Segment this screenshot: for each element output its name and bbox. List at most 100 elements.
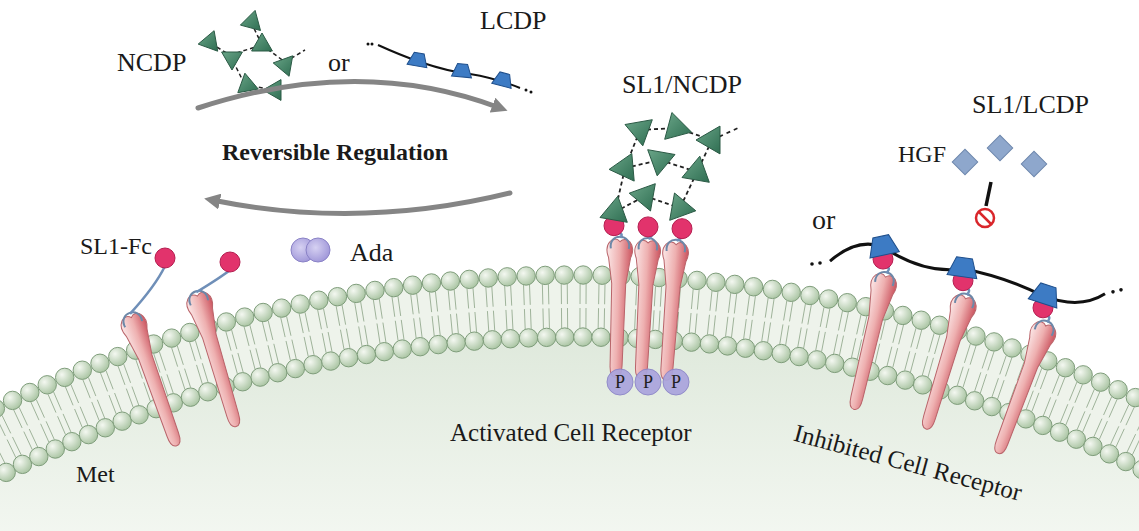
lipid-tail (383, 323, 386, 343)
lipid-tail (287, 316, 291, 336)
met-receptor (628, 237, 661, 379)
lipid-tail (851, 338, 855, 358)
lipid-tail (475, 312, 477, 332)
lipid-tail (910, 353, 915, 372)
lipid-head (411, 338, 429, 356)
lipid-head (1100, 445, 1118, 463)
lipid-tail (1077, 411, 1085, 429)
cd-trapezoid (492, 71, 515, 89)
lipid-tail (88, 377, 95, 396)
lipid-head (13, 455, 31, 473)
lipid-tail (1083, 414, 1091, 432)
lipid-tail (548, 308, 549, 328)
lipid-tail (1126, 407, 1134, 425)
lipid-head (574, 328, 592, 346)
cd-triangle (625, 120, 652, 146)
lipid-tail (1094, 419, 1102, 437)
lipid-tail (268, 345, 273, 364)
lipid-head (1034, 416, 1052, 434)
polymer-dot (530, 91, 533, 94)
lipid-tail (63, 414, 71, 432)
lipid-tail (542, 308, 543, 328)
cd-trapezoid (1028, 281, 1062, 308)
lipid-head (73, 361, 91, 379)
lipid-tail (765, 298, 768, 318)
lipid-tail (281, 318, 285, 338)
hgf-ligand (1021, 151, 1046, 176)
lipid-head (1003, 339, 1021, 357)
lipid-head (574, 266, 592, 284)
lipid-head (162, 329, 180, 347)
lipid-tail (167, 374, 173, 393)
lipid-tail (922, 356, 927, 375)
binding-loop (1035, 318, 1057, 336)
lipid-head (1133, 460, 1139, 478)
lipid-tail (118, 366, 125, 385)
lipid-tail (256, 348, 261, 367)
lipid-tail (226, 331, 231, 350)
polymer-dot (818, 261, 822, 265)
lipid-head (790, 347, 808, 365)
lipid-head (726, 275, 744, 293)
lipid-tail (1049, 400, 1056, 419)
lipid-head (912, 311, 930, 329)
lipid-head (272, 299, 290, 317)
lipid-tail (780, 324, 783, 344)
lipid-tail (12, 437, 21, 455)
reverse-arrow (212, 193, 510, 213)
phosphate-disc (663, 369, 689, 395)
lipid-head (130, 406, 148, 424)
lipid-tail (1075, 384, 1083, 403)
lipid-head (688, 271, 706, 289)
lipid-tail (707, 315, 709, 335)
lipid-head (385, 278, 403, 296)
lipid-head (310, 291, 328, 309)
lipid-tail (467, 289, 469, 309)
phosphate-label: P (606, 368, 634, 396)
met-receptor (653, 239, 689, 382)
lipid-head (819, 290, 837, 308)
lipid-head (79, 425, 97, 443)
lipid-head (894, 306, 912, 324)
lipid-tail (935, 335, 940, 354)
polymer-dot (1119, 288, 1123, 292)
lipid-head (948, 386, 966, 404)
phosphate-circle: P (662, 368, 690, 396)
lipid-tail (41, 424, 49, 442)
sl1-ball (638, 217, 658, 237)
lipid-tail (100, 373, 107, 392)
lipid-tail (411, 294, 413, 314)
lipid-tail (786, 325, 789, 345)
polymer-dot (371, 43, 374, 46)
lipid-head (441, 272, 459, 290)
binding-loop (638, 237, 657, 250)
lipid-tail (893, 323, 898, 342)
lipid-head (286, 359, 304, 377)
lipid-tail (838, 311, 842, 331)
text-label: NCDP (117, 50, 186, 76)
lipid-tail (83, 380, 90, 399)
lipid-tail (373, 300, 376, 320)
text-label: SL1-Fc (80, 234, 152, 258)
cd-trapezoid (452, 63, 473, 78)
lipid-tail (395, 321, 398, 341)
lipid-head (1074, 366, 1092, 384)
receptor-body (603, 239, 633, 378)
lipid-head (38, 376, 56, 394)
lipid-tail (179, 370, 185, 389)
lipid-tail (58, 416, 66, 434)
lipid-head (744, 278, 762, 296)
lipid-head (328, 287, 346, 305)
lipid-tail (250, 350, 255, 369)
lipid-tail (530, 309, 532, 329)
lipid-tail (826, 308, 830, 328)
lipid-tail (542, 284, 543, 304)
lipid-tail (340, 330, 344, 350)
lipid-tail (1043, 397, 1050, 416)
lipid-tail (185, 369, 191, 388)
lipid-tail (839, 336, 843, 356)
lipid-head (965, 392, 983, 410)
lipid-tail (1092, 392, 1100, 410)
lipid-head (251, 368, 269, 386)
lipid-tail (318, 310, 322, 330)
